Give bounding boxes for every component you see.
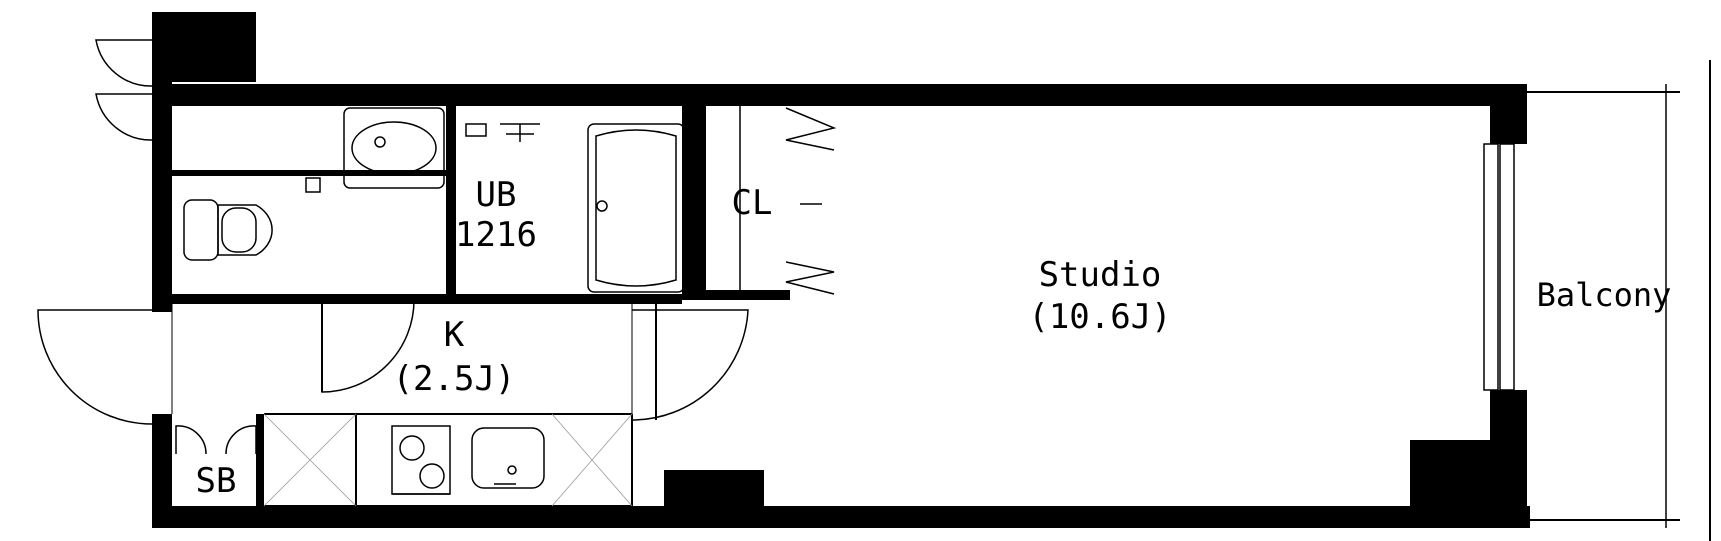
shower-faucet-icon (500, 123, 540, 142)
walls (152, 12, 1530, 528)
room-label-bath: UB (476, 175, 517, 215)
kitchen-door (321, 299, 415, 393)
room-label-storage: SB (196, 461, 237, 501)
kitchen-sink-icon (471, 427, 545, 489)
wall-bottom (152, 506, 1530, 528)
room-label-studio: Studio (1039, 255, 1162, 295)
room-label-closet: CL (732, 183, 773, 223)
wall-pillar-bottom-right (1410, 440, 1527, 528)
room-label-kitchen-size: (2.5J) (393, 359, 516, 399)
wall-right-upper (1490, 84, 1527, 144)
wash-basin (343, 107, 445, 189)
room-label-balcony: Balcony (1537, 276, 1672, 314)
wall-bath-right (682, 106, 698, 300)
wall-top (152, 84, 1527, 106)
wall-closet-bottom (698, 290, 790, 300)
wall-bath-divider (446, 106, 456, 296)
room-label-kitchen: K (444, 315, 465, 355)
wall-left-lower (152, 414, 172, 528)
wall-storage-divider (256, 414, 264, 510)
wall-closet-left (698, 106, 706, 296)
wall-bath-bottom (172, 294, 682, 304)
bathtub-icon (587, 123, 685, 293)
toilet-icon (183, 177, 321, 261)
doors (37, 39, 749, 455)
wall-left-upper (152, 12, 172, 312)
basin-bowl (351, 121, 437, 175)
entrance-door (37, 309, 153, 425)
studio-door (631, 309, 749, 421)
fixtures (183, 107, 685, 507)
wall-pillar-bottom-mid (664, 470, 764, 528)
labels: UB 1216 CL Studio (10.6J) K (2.5J) SB Ba… (196, 175, 1672, 501)
stove-icon (391, 425, 451, 495)
wall-toilet-top (172, 170, 446, 176)
room-label-studio-size: (10.6J) (1028, 297, 1171, 337)
room-label-bath-size: 1216 (455, 215, 537, 255)
